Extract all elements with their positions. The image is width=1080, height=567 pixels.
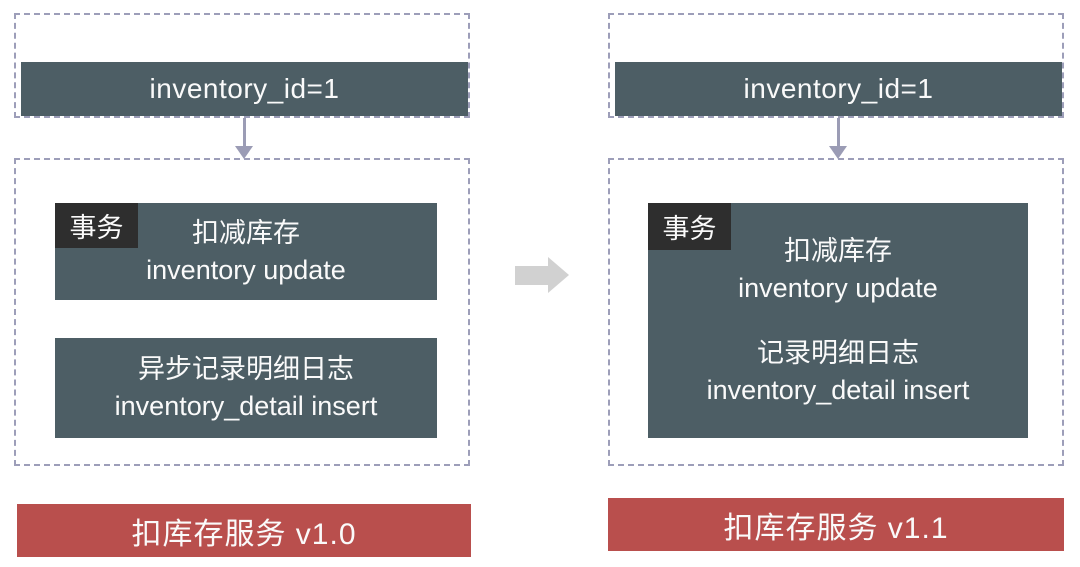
right-input-label: inventory_id=1 bbox=[743, 73, 934, 104]
left-update-subtitle: inventory update bbox=[146, 254, 346, 285]
right-detail-group: 记录明细日志 inventory_detail insert bbox=[707, 335, 970, 409]
right-input-box: inventory_id=1 bbox=[615, 62, 1062, 116]
right-detail-subtitle: inventory_detail insert bbox=[706, 374, 970, 405]
left-update-title: 扣减库存 bbox=[192, 217, 300, 248]
right-service-footer-label: 扣库存服务 v1.1 bbox=[723, 511, 949, 545]
left-detail-title: 异步记录明细日志 bbox=[138, 354, 354, 384]
arrow-head bbox=[829, 146, 847, 159]
right-transaction-tag: 事务 bbox=[648, 203, 731, 250]
left-request-frame bbox=[14, 13, 470, 118]
right-service-footer: 扣库存服务 v1.1 bbox=[608, 498, 1064, 551]
left-service-frame bbox=[14, 158, 470, 466]
right-transaction-tag-label: 事务 bbox=[662, 214, 717, 244]
arrow-shaft bbox=[836, 118, 840, 147]
right-detail-title: 记录明细日志 bbox=[757, 337, 919, 368]
left-detail-subtitle: inventory_detail insert bbox=[114, 391, 378, 421]
left-service-footer: 扣库存服务 v1.0 bbox=[17, 504, 471, 557]
arrow-shaft bbox=[242, 118, 246, 147]
left-service-footer-label: 扣库存服务 v1.0 bbox=[131, 517, 357, 551]
left-input-box: inventory_id=1 bbox=[21, 62, 468, 116]
right-down-arrow-icon bbox=[826, 118, 850, 159]
right-service-frame bbox=[608, 158, 1064, 466]
transition-arrow-icon bbox=[515, 257, 569, 293]
right-request-frame bbox=[608, 13, 1064, 118]
left-transaction-tag: 事务 bbox=[55, 203, 138, 248]
left-detail-box: 异步记录明细日志 inventory_detail insert bbox=[55, 338, 437, 438]
left-input-label: inventory_id=1 bbox=[149, 73, 340, 104]
arrow-head bbox=[235, 146, 253, 159]
right-update-subtitle: inventory update bbox=[738, 272, 938, 303]
right-update-group: 扣减库存 inventory update bbox=[738, 233, 938, 307]
right-update-title: 扣减库存 bbox=[783, 235, 892, 266]
arrow-body bbox=[515, 265, 548, 285]
arrow-head bbox=[548, 257, 569, 293]
left-transaction-tag-label: 事务 bbox=[69, 213, 124, 243]
left-down-arrow-icon bbox=[232, 118, 256, 159]
right-transaction-box: 扣减库存 inventory update 记录明细日志 inventory_d… bbox=[648, 203, 1028, 438]
